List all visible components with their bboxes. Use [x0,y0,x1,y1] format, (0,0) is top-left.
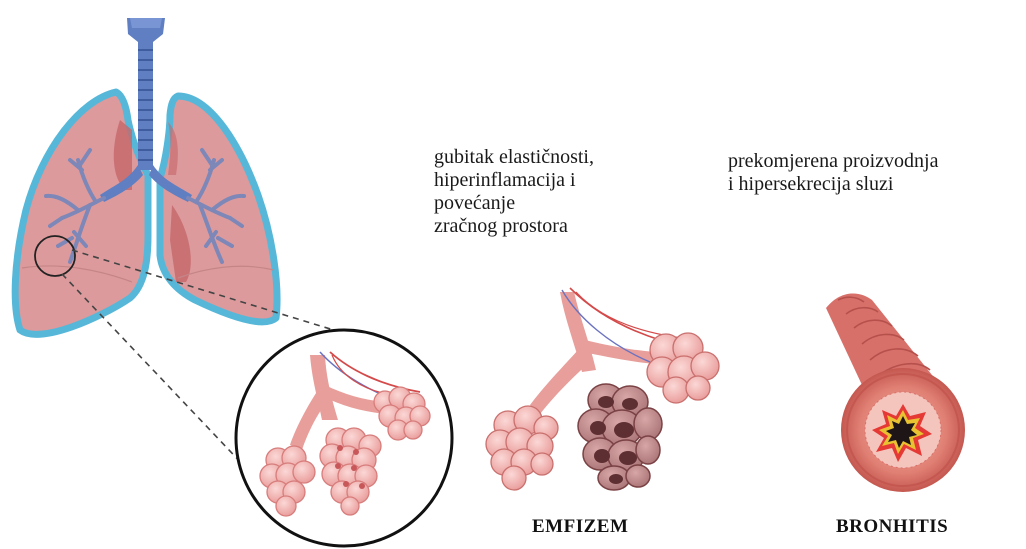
emphysema-description-line: povećanje [434,192,674,215]
bronchitis-description-line: prekomjerena proizvodnja [728,150,1026,173]
emphysema-description-line: gubitak elastičnosti, [434,146,674,169]
bronchitis-description: prekomjerena proizvodnja i hipersekrecij… [728,150,1026,196]
lungs [15,18,277,334]
bronchitis-illustration [826,293,965,492]
emphysema-illustration [486,288,719,490]
bronchitis-description-line: i hipersekrecija sluzi [728,173,1026,196]
right-lung [160,96,277,322]
emphysema-description-line: hiperinflamacija i [434,169,674,192]
healthy-alveoli-magnified [236,330,452,546]
bronchitis-label: BRONHITIS [836,516,948,538]
emphysema-description: gubitak elastičnosti, hiperinflamacija i… [434,146,674,238]
emphysema-label: EMFIZEM [532,516,628,538]
emphysema-description-line: zračnog prostora [434,215,674,238]
